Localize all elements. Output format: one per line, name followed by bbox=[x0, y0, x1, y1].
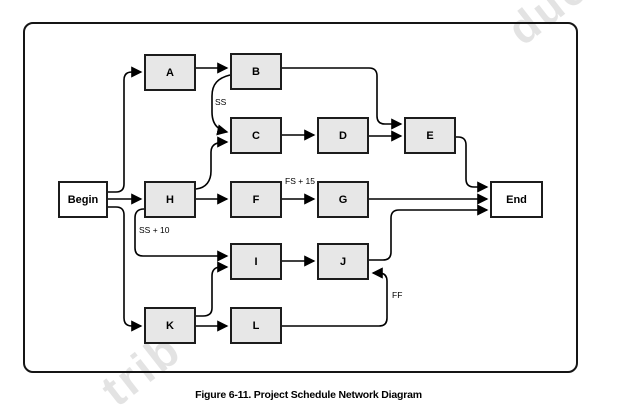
node-c: C bbox=[230, 117, 282, 154]
node-f: F bbox=[230, 181, 282, 218]
node-begin: Begin bbox=[58, 181, 108, 218]
figure-caption: Figure 6-11. Project Schedule Network Di… bbox=[195, 389, 422, 401]
node-l: L bbox=[230, 307, 282, 344]
node-k: K bbox=[144, 307, 196, 344]
node-j: J bbox=[317, 243, 369, 280]
node-begin-label: Begin bbox=[67, 193, 99, 206]
node-a-label: A bbox=[166, 66, 174, 79]
node-k-label: K bbox=[166, 319, 174, 332]
edge-begin-to-a bbox=[108, 66, 143, 193]
edge-label-ff: FF bbox=[392, 290, 403, 300]
node-e: E bbox=[404, 117, 456, 154]
node-b: B bbox=[230, 53, 282, 90]
node-i-label: I bbox=[254, 255, 258, 268]
edge-e-to-end bbox=[456, 136, 489, 193]
edge-k-to-i bbox=[196, 261, 229, 317]
node-e-label: E bbox=[426, 129, 434, 142]
edge-l-to-j-ff bbox=[282, 267, 388, 327]
node-j-label: J bbox=[339, 255, 347, 268]
node-g-label: G bbox=[338, 193, 348, 206]
node-d-label: D bbox=[339, 129, 347, 142]
node-f-label: F bbox=[252, 193, 260, 206]
edge-label-fs-plus-15: FS + 15 bbox=[285, 176, 316, 186]
node-l-label: L bbox=[252, 319, 260, 332]
node-a: A bbox=[144, 54, 196, 91]
edge-begin-to-k bbox=[108, 206, 143, 332]
node-g: G bbox=[317, 181, 369, 218]
edge-label-ss-plus-10: SS + 10 bbox=[139, 225, 170, 235]
node-h-label: H bbox=[166, 193, 174, 206]
node-i: I bbox=[230, 243, 282, 280]
node-d: D bbox=[317, 117, 369, 154]
edge-h-to-i-ss10 bbox=[134, 208, 229, 262]
node-h: H bbox=[144, 181, 196, 218]
edge-b-to-e bbox=[282, 67, 403, 130]
node-c-label: C bbox=[252, 129, 260, 142]
diagram-border bbox=[23, 22, 578, 373]
node-b-label: B bbox=[252, 65, 260, 78]
edge-b-to-c-ss bbox=[211, 74, 231, 136]
node-end: End bbox=[490, 181, 543, 218]
edge-label-ss: SS bbox=[215, 97, 227, 107]
node-end-label: End bbox=[506, 193, 527, 206]
edge-h-to-c bbox=[195, 136, 229, 190]
edge-j-to-end bbox=[369, 204, 489, 261]
